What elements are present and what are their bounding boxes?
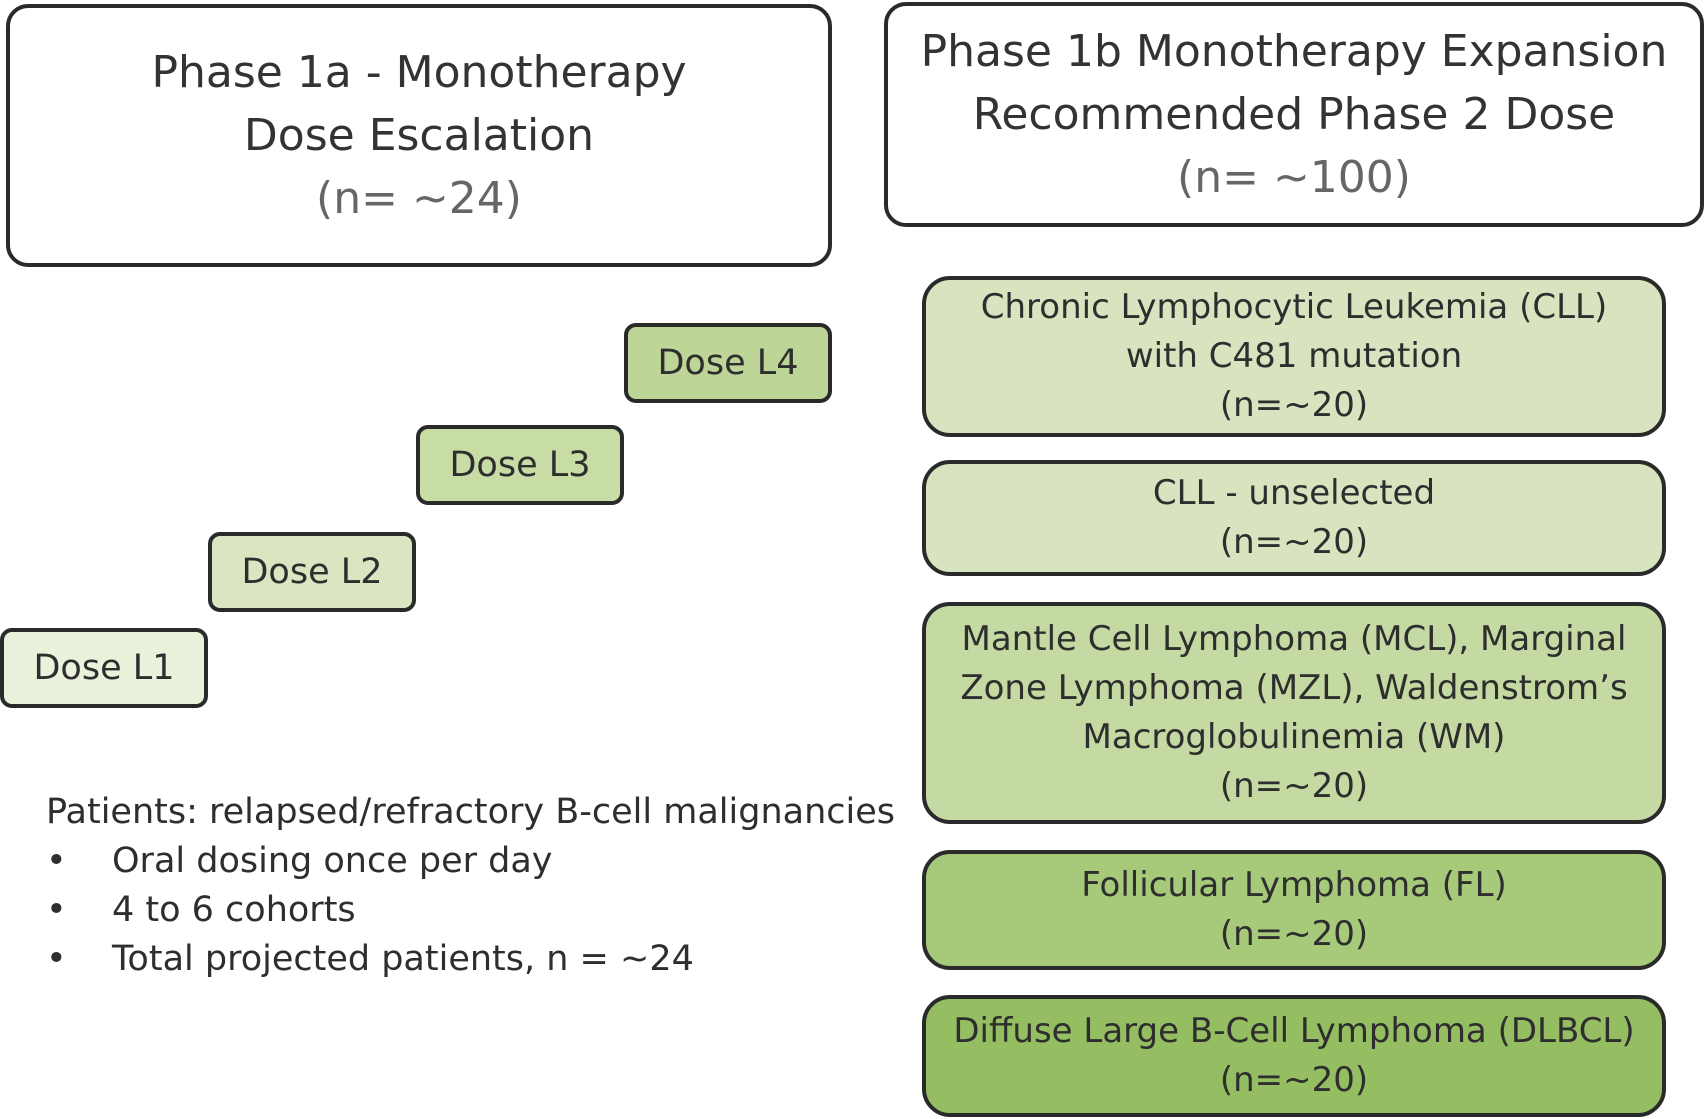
cohort-cll-c481-count: (n=~20) [1219, 385, 1369, 425]
notes-item-text: Total projected patients, n = ~24 [112, 939, 694, 979]
cohort-cll-unselected-line1: CLL - unselected [1152, 473, 1436, 513]
dose-l3-label: Dose L3 [449, 445, 591, 485]
cohort-cll-unselected: CLL - unselected (n=~20) [922, 460, 1666, 576]
notes-item: • 4 to 6 cohorts [46, 886, 906, 935]
cohort-fl: Follicular Lymphoma (FL) (n=~20) [922, 850, 1666, 970]
cohort-cll-unselected-count: (n=~20) [1219, 522, 1369, 562]
dose-l2-box: Dose L2 [208, 532, 416, 612]
cohort-mcl-mzl-wm-line3: Macroglobulinemia (WM) [1082, 717, 1506, 757]
cohort-cll-c481-line1: Chronic Lymphocytic Leukemia (CLL) [980, 287, 1608, 327]
phase1b-header: Phase 1b Monotherapy Expansion Recommend… [884, 2, 1704, 227]
cohort-cll-c481: Chronic Lymphocytic Leukemia (CLL) with … [922, 276, 1666, 437]
cohort-mcl-mzl-wm-count: (n=~20) [1219, 766, 1369, 806]
notes-heading: Patients: relapsed/refractory B-cell mal… [46, 792, 896, 832]
cohort-dlbcl-count: (n=~20) [1219, 1060, 1369, 1100]
dose-l3-box: Dose L3 [416, 425, 624, 505]
phase1b-title-line1: Phase 1b Monotherapy Expansion [920, 26, 1668, 77]
dose-l1-box: Dose L1 [0, 628, 208, 708]
phase1b-count: (n= ~100) [1177, 152, 1411, 203]
bullet: • [46, 939, 67, 979]
dose-l4-box: Dose L4 [624, 323, 832, 403]
cohort-dlbcl-line1: Diffuse Large B-Cell Lymphoma (DLBCL) [953, 1011, 1635, 1051]
phase1a-title-line2: Dose Escalation [243, 110, 595, 161]
bullet: • [46, 890, 67, 930]
cohort-mcl-mzl-wm: Mantle Cell Lymphoma (MCL), Marginal Zon… [922, 602, 1666, 824]
notes-item: • Oral dosing once per day [46, 837, 906, 886]
notes-item-text: Oral dosing once per day [112, 841, 553, 881]
cohort-dlbcl: Diffuse Large B-Cell Lymphoma (DLBCL) (n… [922, 995, 1666, 1117]
cohort-cll-c481-line2: with C481 mutation [1125, 336, 1463, 376]
dose-l4-label: Dose L4 [657, 343, 799, 383]
cohort-fl-count: (n=~20) [1219, 914, 1369, 954]
phase1a-count: (n= ~24) [316, 173, 522, 224]
notes-list: • Oral dosing once per day • 4 to 6 coho… [46, 837, 906, 984]
dose-l1-label: Dose L1 [33, 648, 175, 688]
cohort-fl-line1: Follicular Lymphoma (FL) [1081, 865, 1507, 905]
notes-item-text: 4 to 6 cohorts [112, 890, 356, 930]
phase1a-header: Phase 1a - Monotherapy Dose Escalation (… [6, 4, 832, 267]
notes-item: • Total projected patients, n = ~24 [46, 935, 906, 984]
patient-notes: Patients: relapsed/refractory B-cell mal… [46, 788, 906, 984]
cohort-mcl-mzl-wm-line2: Zone Lymphoma (MZL), Waldenstrom’s [960, 668, 1628, 708]
cohort-mcl-mzl-wm-line1: Mantle Cell Lymphoma (MCL), Marginal [961, 619, 1627, 659]
bullet: • [46, 841, 67, 881]
dose-l2-label: Dose L2 [241, 552, 383, 592]
phase1b-title-line2: Recommended Phase 2 Dose [972, 89, 1616, 140]
phase1a-title-line1: Phase 1a - Monotherapy [151, 47, 687, 98]
